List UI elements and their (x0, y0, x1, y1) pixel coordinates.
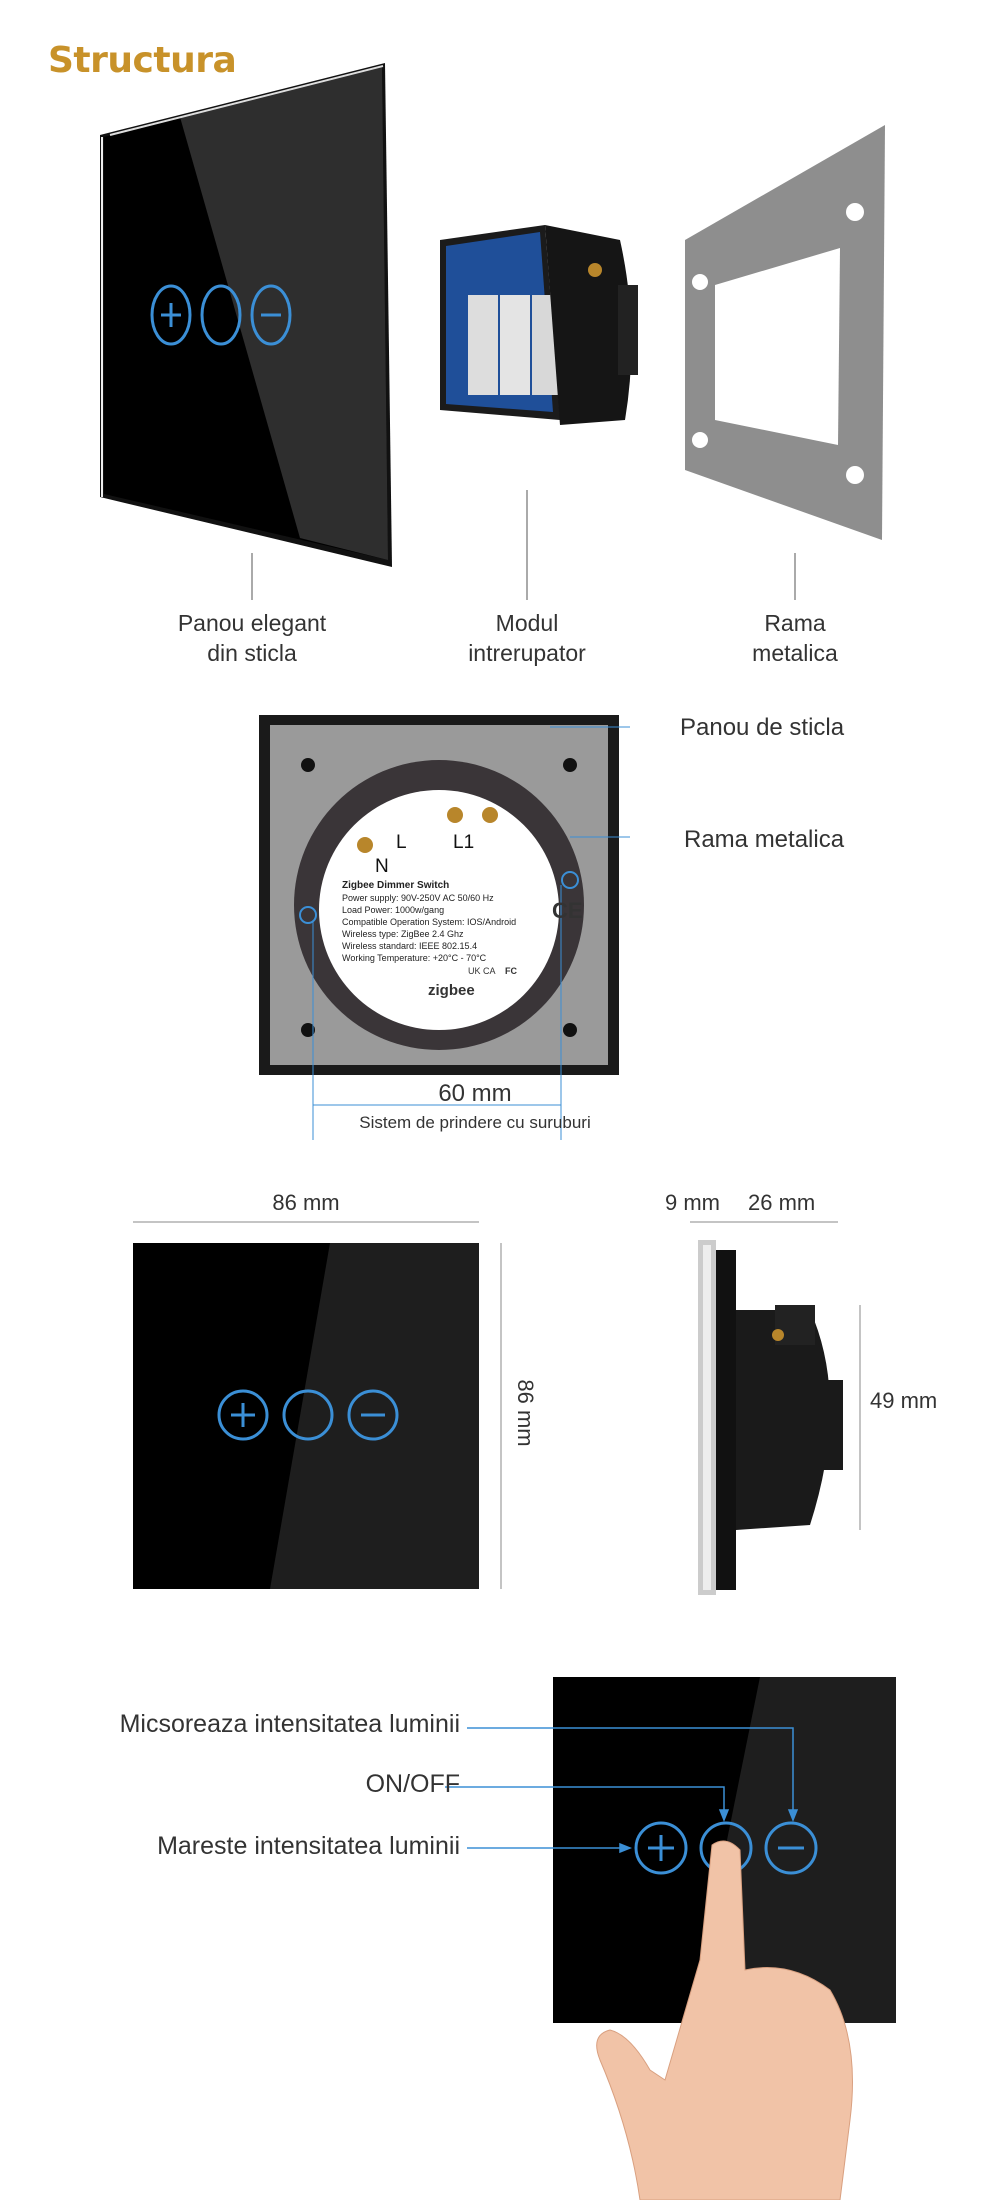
touch-buttons-icon (150, 284, 292, 346)
structure-illustration (100, 63, 885, 600)
front-height: 86 mm (513, 1379, 538, 1447)
usage-illustration (445, 1677, 896, 2200)
callout-glass-panel: Panou de sticla (680, 714, 845, 741)
side-height: 49 mm (870, 1388, 938, 1413)
front-width: 86 mm (272, 1190, 340, 1215)
terminal-l1: L1 (453, 832, 475, 853)
dimension-60mm: 60 mm (438, 1080, 512, 1107)
decrease-button-icon (764, 1821, 818, 1875)
page-title: Structura (48, 40, 237, 81)
back-view-illustration (259, 715, 630, 1140)
switch-module-image (440, 225, 638, 425)
onoff-label: ON/OFF (365, 1770, 460, 1798)
fc-mark: FC (505, 966, 517, 976)
dimensions-illustration (133, 1221, 861, 1595)
dimension-caption: Sistem de prindere cu suruburi (359, 1113, 591, 1132)
terminal-l: L (396, 832, 407, 853)
glass-panel-image (100, 63, 392, 567)
side-view-image (698, 1240, 843, 1595)
side-glass-depth: 9 mm (665, 1190, 720, 1215)
hand-image (596, 1840, 853, 2200)
terminal-n: N (375, 856, 389, 877)
callout-metal-frame: Rama metalica (684, 826, 845, 853)
callout-lines (445, 1727, 799, 1854)
decrease-label: Micsoreaza intensitatea luminii (119, 1710, 460, 1738)
zigbee-logo: zigbee (428, 982, 475, 999)
ce-mark: CE (552, 898, 583, 923)
side-module-depth: 26 mm (748, 1190, 816, 1215)
product-label: Zigbee Dimmer Switch Power supply: 90V-2… (342, 880, 517, 963)
touch-buttons-icon (217, 1389, 399, 1441)
metal-frame-image (685, 125, 885, 540)
increase-button-icon (634, 1821, 688, 1875)
increase-label: Mareste intensitatea luminii (157, 1832, 460, 1860)
ukca-mark: UK CA (468, 966, 496, 976)
